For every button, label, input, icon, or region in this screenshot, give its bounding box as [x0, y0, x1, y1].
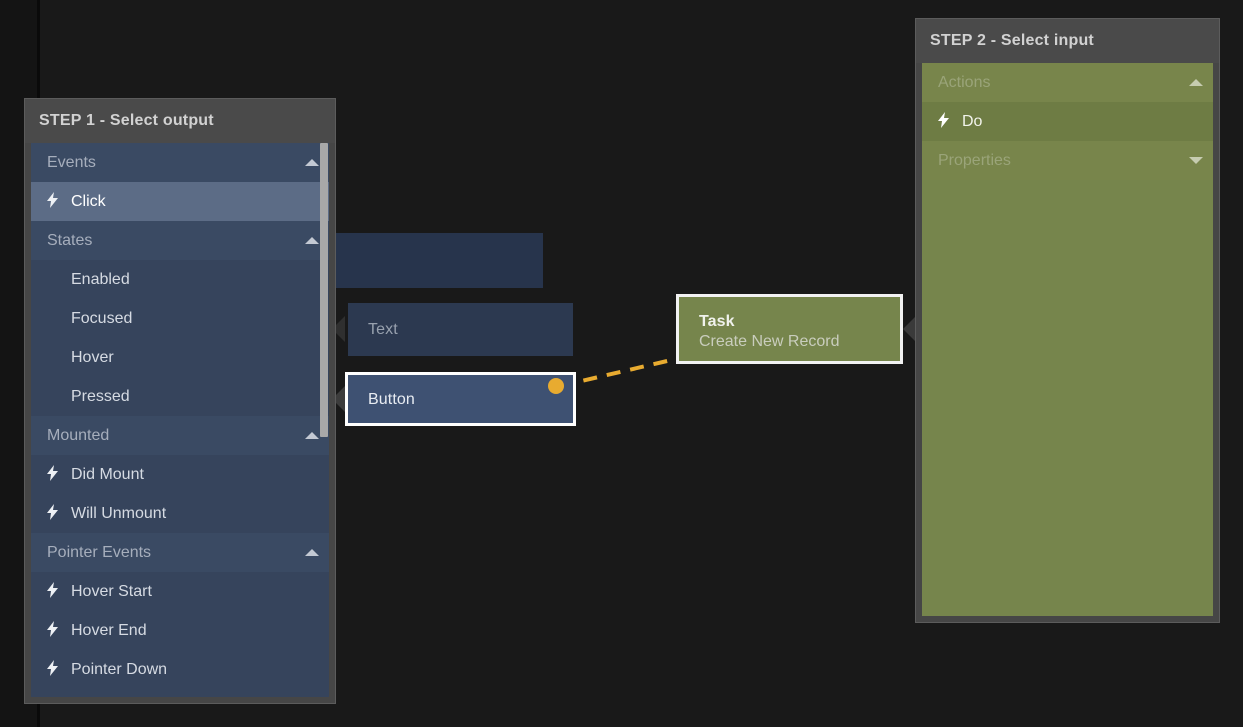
bolt-icon [47, 504, 65, 523]
list-item-label: Do [962, 112, 983, 130]
bolt-icon [938, 112, 956, 131]
node-task-sublabel: Create New Record [699, 332, 840, 350]
bolt-icon [47, 582, 65, 601]
node-text[interactable]: Text [348, 303, 573, 356]
bolt-icon [47, 192, 65, 211]
list-item[interactable]: Pressed [31, 377, 329, 416]
list-item-label: Pressed [71, 387, 130, 405]
section-header-label: Mounted [47, 426, 110, 444]
port-triangle-task-icon [903, 316, 916, 342]
list-item-label: Hover [71, 348, 114, 366]
section-header-events[interactable]: Events [31, 143, 329, 182]
list-item-label: Click [71, 192, 106, 210]
list-item-label: Enabled [71, 270, 130, 288]
list-item-label: Pointer Down [71, 660, 168, 678]
section-header-pointer-events[interactable]: Pointer Events [31, 533, 329, 572]
section-header-actions[interactable]: Actions [922, 63, 1213, 102]
section-header-mounted[interactable]: Mounted [31, 416, 329, 455]
list-item-label: Hover End [71, 621, 147, 639]
node-button-label: Button [368, 390, 415, 408]
output-port-dot[interactable] [548, 378, 564, 394]
section-header-label: States [47, 231, 93, 249]
step1-scrollbar[interactable] [320, 143, 329, 697]
step1-scrollbar-thumb[interactable] [320, 143, 328, 437]
list-item[interactable]: Click [31, 182, 329, 221]
bolt-icon [47, 621, 65, 640]
list-item[interactable]: Focused [31, 299, 329, 338]
list-item-label: Will Unmount [71, 504, 167, 522]
section-header-properties[interactable]: Properties [922, 141, 1213, 180]
node-button[interactable]: Button [345, 372, 576, 426]
chevron-up-icon[interactable] [305, 432, 319, 439]
list-item[interactable]: Enabled [31, 260, 329, 299]
chevron-up-icon[interactable] [305, 159, 319, 166]
list-item-label: Did Mount [71, 465, 144, 483]
list-item[interactable]: Did Mount [31, 455, 329, 494]
chevron-up-icon[interactable] [1189, 79, 1203, 86]
section-header-label: Pointer Events [47, 543, 152, 561]
step1-title: STEP 1 - Select output [25, 99, 335, 143]
section-header-states[interactable]: States [31, 221, 329, 260]
node-task[interactable]: Task Create New Record [676, 294, 903, 364]
bolt-icon [47, 660, 65, 679]
list-item[interactable]: Do [922, 102, 1213, 141]
chevron-up-icon[interactable] [305, 549, 319, 556]
section-header-label: Actions [938, 73, 991, 91]
list-item[interactable]: Pointer Down [31, 650, 329, 689]
section-header-label: Properties [938, 151, 1011, 169]
list-item[interactable]: Will Unmount [31, 494, 329, 533]
list-item[interactable]: Hover [31, 338, 329, 377]
step2-title: STEP 2 - Select input [916, 19, 1219, 63]
chevron-down-icon[interactable] [1189, 157, 1203, 164]
section-header-label: Events [47, 153, 96, 171]
bolt-icon [47, 465, 65, 484]
list-item-label: Hover Start [71, 582, 152, 600]
list-item-label: Focused [71, 309, 133, 327]
list-item[interactable]: Hover End [31, 611, 329, 650]
list-item[interactable]: Hover Start [31, 572, 329, 611]
chevron-up-icon[interactable] [305, 237, 319, 244]
node-task-label: Task [699, 312, 735, 330]
node-text-label: Text [368, 321, 398, 338]
